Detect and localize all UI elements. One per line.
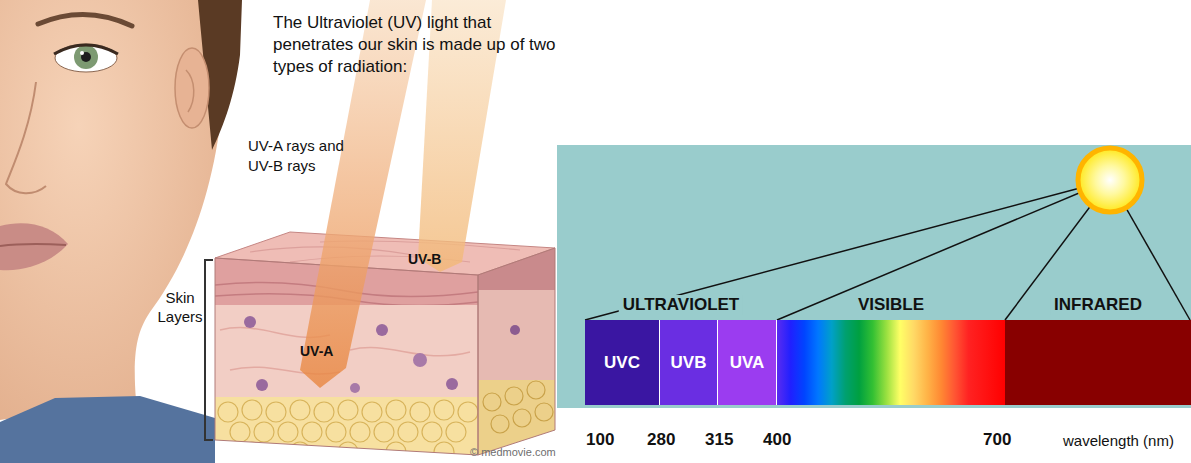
watermark: © medmovie.com — [470, 446, 556, 459]
skin-side-face — [475, 240, 560, 460]
cell — [413, 353, 427, 367]
wavelength-tick: 700 — [983, 430, 1011, 450]
skin-layers-label: Skin Layers — [155, 288, 205, 326]
band-heading: INFRARED — [1050, 295, 1146, 315]
eye-pupil — [81, 52, 91, 62]
cell — [376, 324, 388, 336]
band-heading: ULTRAVIOLET — [619, 295, 743, 315]
axis-unit-box: wavelength (nm) — [1063, 432, 1174, 450]
fat-layer — [210, 397, 485, 462]
eyelid — [54, 45, 118, 54]
ray-types-text: UV-A rays and UV-B rays — [248, 136, 360, 176]
spectrum-panel — [557, 145, 1191, 408]
wavelength-tick: 315 — [705, 430, 733, 450]
band-label: UVA — [730, 353, 765, 373]
cell — [244, 316, 256, 328]
cell — [256, 379, 268, 391]
eye-white — [55, 44, 117, 72]
ultraviolet-region: ULTRAVIOLETUVCUVBUVA — [585, 320, 777, 405]
wavelength-tick: 400 — [763, 430, 791, 450]
wavelength-tick: 100 — [586, 430, 614, 450]
band-label: UVC — [604, 353, 640, 373]
uva-label: UV-A — [300, 343, 333, 360]
skin-layers-label-box: Skin Layers — [155, 288, 205, 326]
skin-layers-bracket — [205, 260, 213, 440]
shirt — [0, 396, 215, 463]
nose — [6, 82, 46, 193]
wavelength-tick-box: 315 — [705, 430, 733, 450]
face-illustration — [0, 0, 242, 463]
ray-types-text-box: UV-A rays and UV-B rays — [248, 136, 360, 176]
dermis-side — [475, 290, 560, 385]
uva-band: UVA — [718, 320, 777, 405]
lip-line — [0, 244, 66, 246]
uvc-band: UVC — [585, 320, 660, 405]
fat-cells-side — [483, 381, 553, 433]
intro-text-box: The Ultraviolet (UV) light that penetrat… — [273, 12, 558, 78]
cell — [350, 383, 360, 393]
skin-texture — [250, 241, 520, 262]
eye-glint — [80, 51, 84, 55]
ear — [175, 48, 209, 128]
wavelength-tick: 280 — [647, 430, 675, 450]
wavelength-tick-box: 100 — [586, 430, 614, 450]
uvb-label-box: UV-B — [408, 250, 441, 268]
axis-unit: wavelength (nm) — [1063, 432, 1174, 450]
sun — [1078, 148, 1142, 212]
wavelength-tick-box: 400 — [763, 430, 791, 450]
intro-text: The Ultraviolet (UV) light that penetrat… — [273, 12, 558, 78]
face-skin — [0, 0, 225, 420]
uvb-band: UVB — [660, 320, 718, 405]
infrared-band: INFRARED — [1005, 320, 1191, 405]
ear-fold — [186, 70, 194, 112]
wavelength-tick-box: 700 — [983, 430, 1011, 450]
skin-side-outline — [478, 248, 555, 455]
band-label: UVB — [671, 353, 707, 373]
eye-iris — [74, 45, 98, 69]
band-heading: VISIBLE — [854, 295, 928, 315]
eyebrow — [38, 14, 132, 26]
cell — [510, 325, 520, 335]
lips — [0, 223, 68, 270]
visible-band: VISIBLE — [777, 320, 1005, 405]
uva-label-box: UV-A — [300, 342, 333, 360]
wavelength-tick-box: 280 — [647, 430, 675, 450]
skin-block — [210, 232, 560, 462]
cell — [446, 378, 458, 390]
uvb-label: UV-B — [408, 251, 441, 268]
watermark-box: © medmovie.com — [470, 442, 556, 460]
